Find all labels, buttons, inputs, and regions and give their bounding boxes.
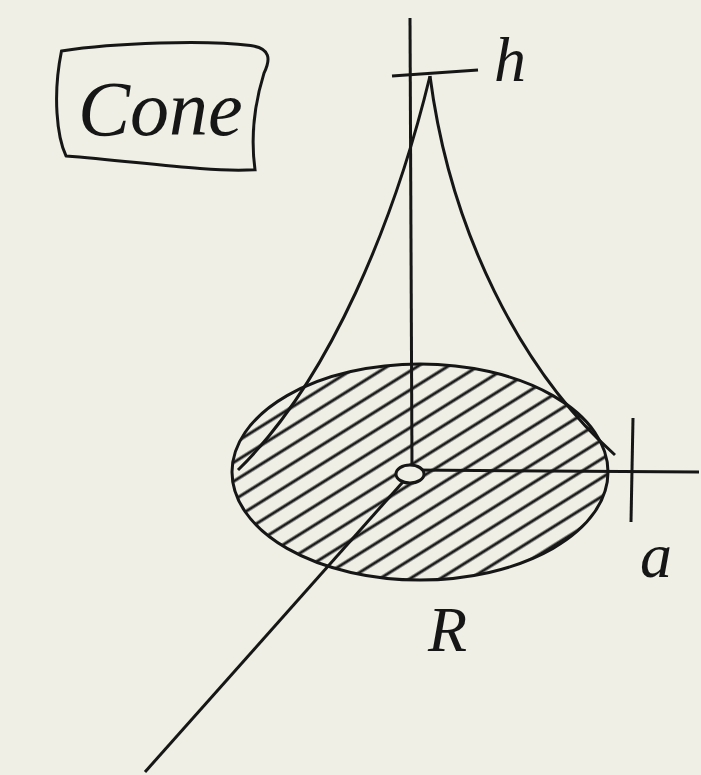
title-text: Cone	[78, 66, 243, 152]
a-tick	[631, 418, 633, 522]
y-axis	[145, 474, 410, 772]
dimension-label: h	[494, 28, 526, 92]
dimension-label: R	[428, 598, 467, 662]
x-axis	[412, 470, 699, 472]
dimension-label: a	[640, 524, 672, 588]
origin-mark	[396, 465, 424, 483]
title-box: Cone	[48, 40, 273, 178]
h-tick	[392, 70, 478, 76]
cone-side-left	[238, 76, 430, 470]
cone-side-right	[430, 76, 615, 455]
z-axis	[410, 18, 412, 470]
